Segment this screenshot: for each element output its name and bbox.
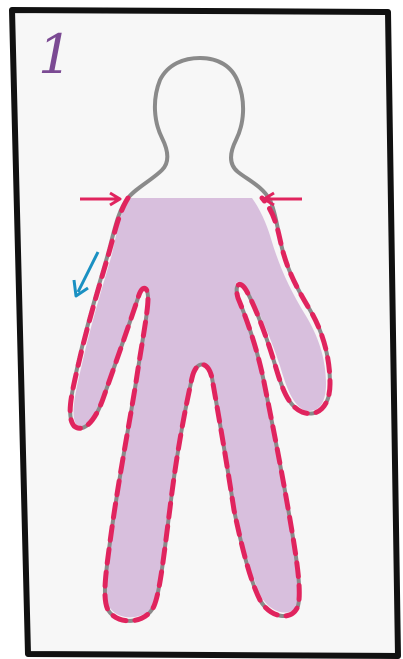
step-number: 1 [38, 28, 72, 82]
